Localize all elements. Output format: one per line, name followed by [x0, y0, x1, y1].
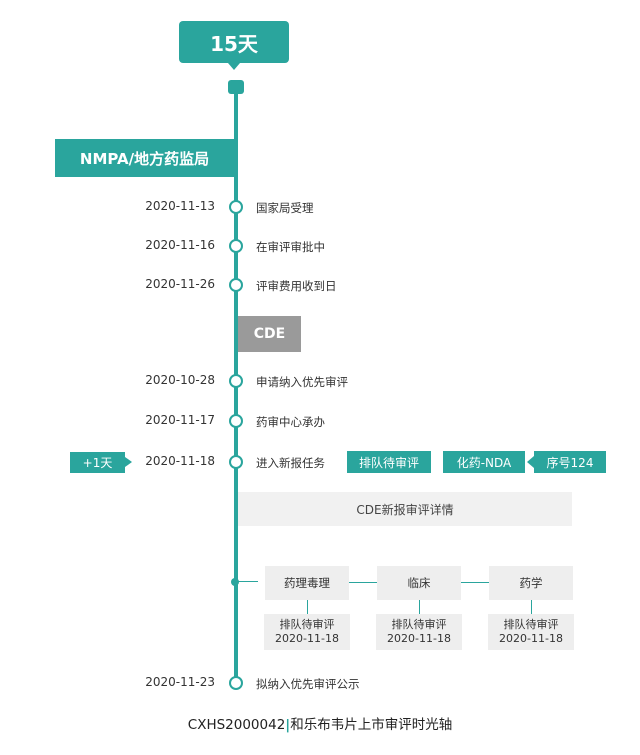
review-date: 2020-11-18: [499, 632, 563, 645]
review-status: 排队待审评: [279, 618, 335, 631]
event-text: 国家局受理: [256, 201, 314, 215]
column-connector: [461, 582, 489, 583]
event-text: 评审费用收到日: [256, 279, 337, 293]
review-status: 排队待审评: [503, 618, 559, 631]
event-date: 2020-11-17: [145, 413, 215, 427]
review-date: 2020-11-18: [387, 632, 451, 645]
event-text: 拟纳入优先审评公示: [256, 677, 360, 691]
event-text: 申请纳入优先审评: [256, 375, 348, 389]
review-status-pharmacy: 排队待审评 2020-11-18: [488, 614, 574, 650]
column-stem: [531, 600, 532, 614]
review-column-clinical: 临床: [377, 566, 461, 600]
branch-connector: [236, 581, 258, 582]
column-stem: [419, 600, 420, 614]
duration-badge: 15天: [179, 21, 289, 70]
review-status-pharmacology: 排队待审评 2020-11-18: [264, 614, 350, 650]
caption-code: CXHS2000042: [187, 717, 286, 733]
timeline-node: [229, 200, 243, 214]
sequence-number-tag: 序号124: [527, 451, 606, 473]
extra-days-tag: +1天: [70, 452, 132, 473]
branch-node: [231, 578, 239, 586]
event-text: 在审评审批中: [256, 240, 325, 254]
review-status-clinical: 排队待审评 2020-11-18: [376, 614, 462, 650]
column-connector: [349, 582, 377, 583]
event-text: 进入新报任务: [256, 456, 325, 470]
timeline-node: [229, 676, 243, 690]
timeline-start-dot: [228, 80, 244, 94]
timeline-node: [229, 278, 243, 292]
cde-section-header: CDE: [238, 316, 301, 352]
nmpa-section-header: NMPA/地方药监局: [55, 139, 234, 177]
drug-type-tag: 化药-NDA: [443, 451, 525, 473]
column-stem: [307, 600, 308, 614]
event-text: 药审中心承办: [256, 415, 325, 429]
event-date: 2020-11-23: [145, 675, 215, 689]
timeline-node: [229, 455, 243, 469]
caption-separator: |: [285, 717, 291, 733]
timeline-node: [229, 414, 243, 428]
review-status: 排队待审评: [391, 618, 447, 631]
review-column-pharmacy: 药学: [489, 566, 573, 600]
timeline-node: [229, 374, 243, 388]
event-date: 2020-11-26: [145, 277, 215, 291]
caption-title: 和乐布韦片上市审评时光轴: [290, 717, 453, 733]
event-date: 2020-11-18: [145, 454, 215, 468]
queue-status-tag: 排队待审评: [347, 451, 431, 473]
timeline-node: [229, 239, 243, 253]
event-date: 2020-11-13: [145, 199, 215, 213]
review-column-pharmacology: 药理毒理: [265, 566, 349, 600]
cde-review-detail-header: CDE新报审评详情: [238, 492, 572, 526]
review-date: 2020-11-18: [275, 632, 339, 645]
event-date: 2020-10-28: [145, 373, 215, 387]
event-date: 2020-11-16: [145, 238, 215, 252]
figure-caption: CXHS2000042|和乐布韦片上市审评时光轴: [0, 713, 640, 733]
